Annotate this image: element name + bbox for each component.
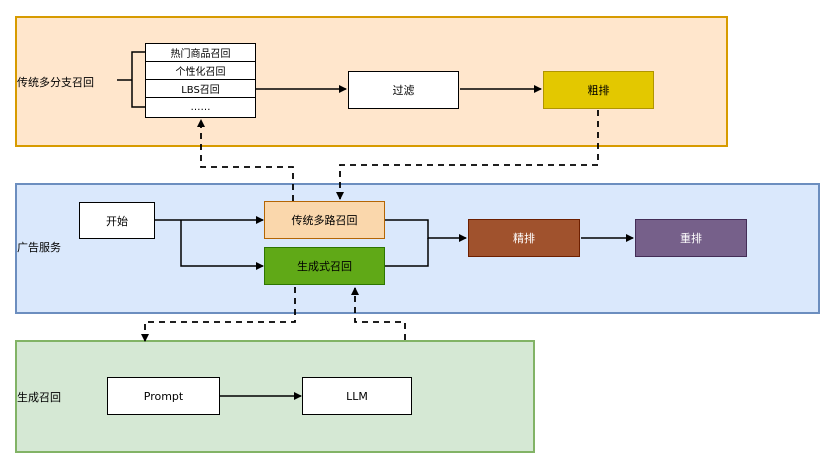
traditional-recall-label: 传统多分支召回 bbox=[17, 76, 94, 89]
recall-item-lbs: LBS召回 bbox=[146, 80, 255, 98]
arrow-multi-to-fine bbox=[385, 219, 467, 242]
generative-recall-label: 生成召回 bbox=[17, 391, 61, 404]
stack-bracket bbox=[131, 51, 145, 108]
recall-item-personalized: 个性化召回 bbox=[146, 62, 255, 80]
filter-node[interactable]: 过滤 bbox=[348, 71, 459, 109]
ad-service-label: 广告服务 bbox=[17, 241, 61, 254]
arrow-start-to-gen bbox=[180, 220, 264, 270]
generative-recall-node[interactable]: 生成式召回 bbox=[264, 247, 385, 285]
multi-recall-node[interactable]: 传统多路召回 bbox=[264, 201, 385, 239]
start-node[interactable]: 开始 bbox=[79, 202, 155, 239]
dashed-coarse-to-multi bbox=[336, 110, 599, 200]
prompt-node[interactable]: Prompt bbox=[107, 377, 220, 415]
llm-node[interactable]: LLM bbox=[302, 377, 412, 415]
recall-branch-stack: 热门商品召回 个性化召回 LBS召回 …… bbox=[145, 43, 256, 118]
recall-item-more: …… bbox=[190, 101, 211, 113]
recall-item-hot: 热门商品召回 bbox=[146, 44, 255, 62]
coarse-rank-node[interactable]: 粗排 bbox=[543, 71, 654, 109]
fine-rank-node[interactable]: 精排 bbox=[468, 219, 580, 257]
arrow-gen-to-fine bbox=[385, 238, 429, 267]
rerank-node[interactable]: 重排 bbox=[635, 219, 747, 257]
dashed-llm-to-gen bbox=[351, 287, 406, 340]
dashed-multi-to-stack bbox=[197, 119, 294, 201]
dashed-gen-to-prompt bbox=[141, 287, 296, 342]
